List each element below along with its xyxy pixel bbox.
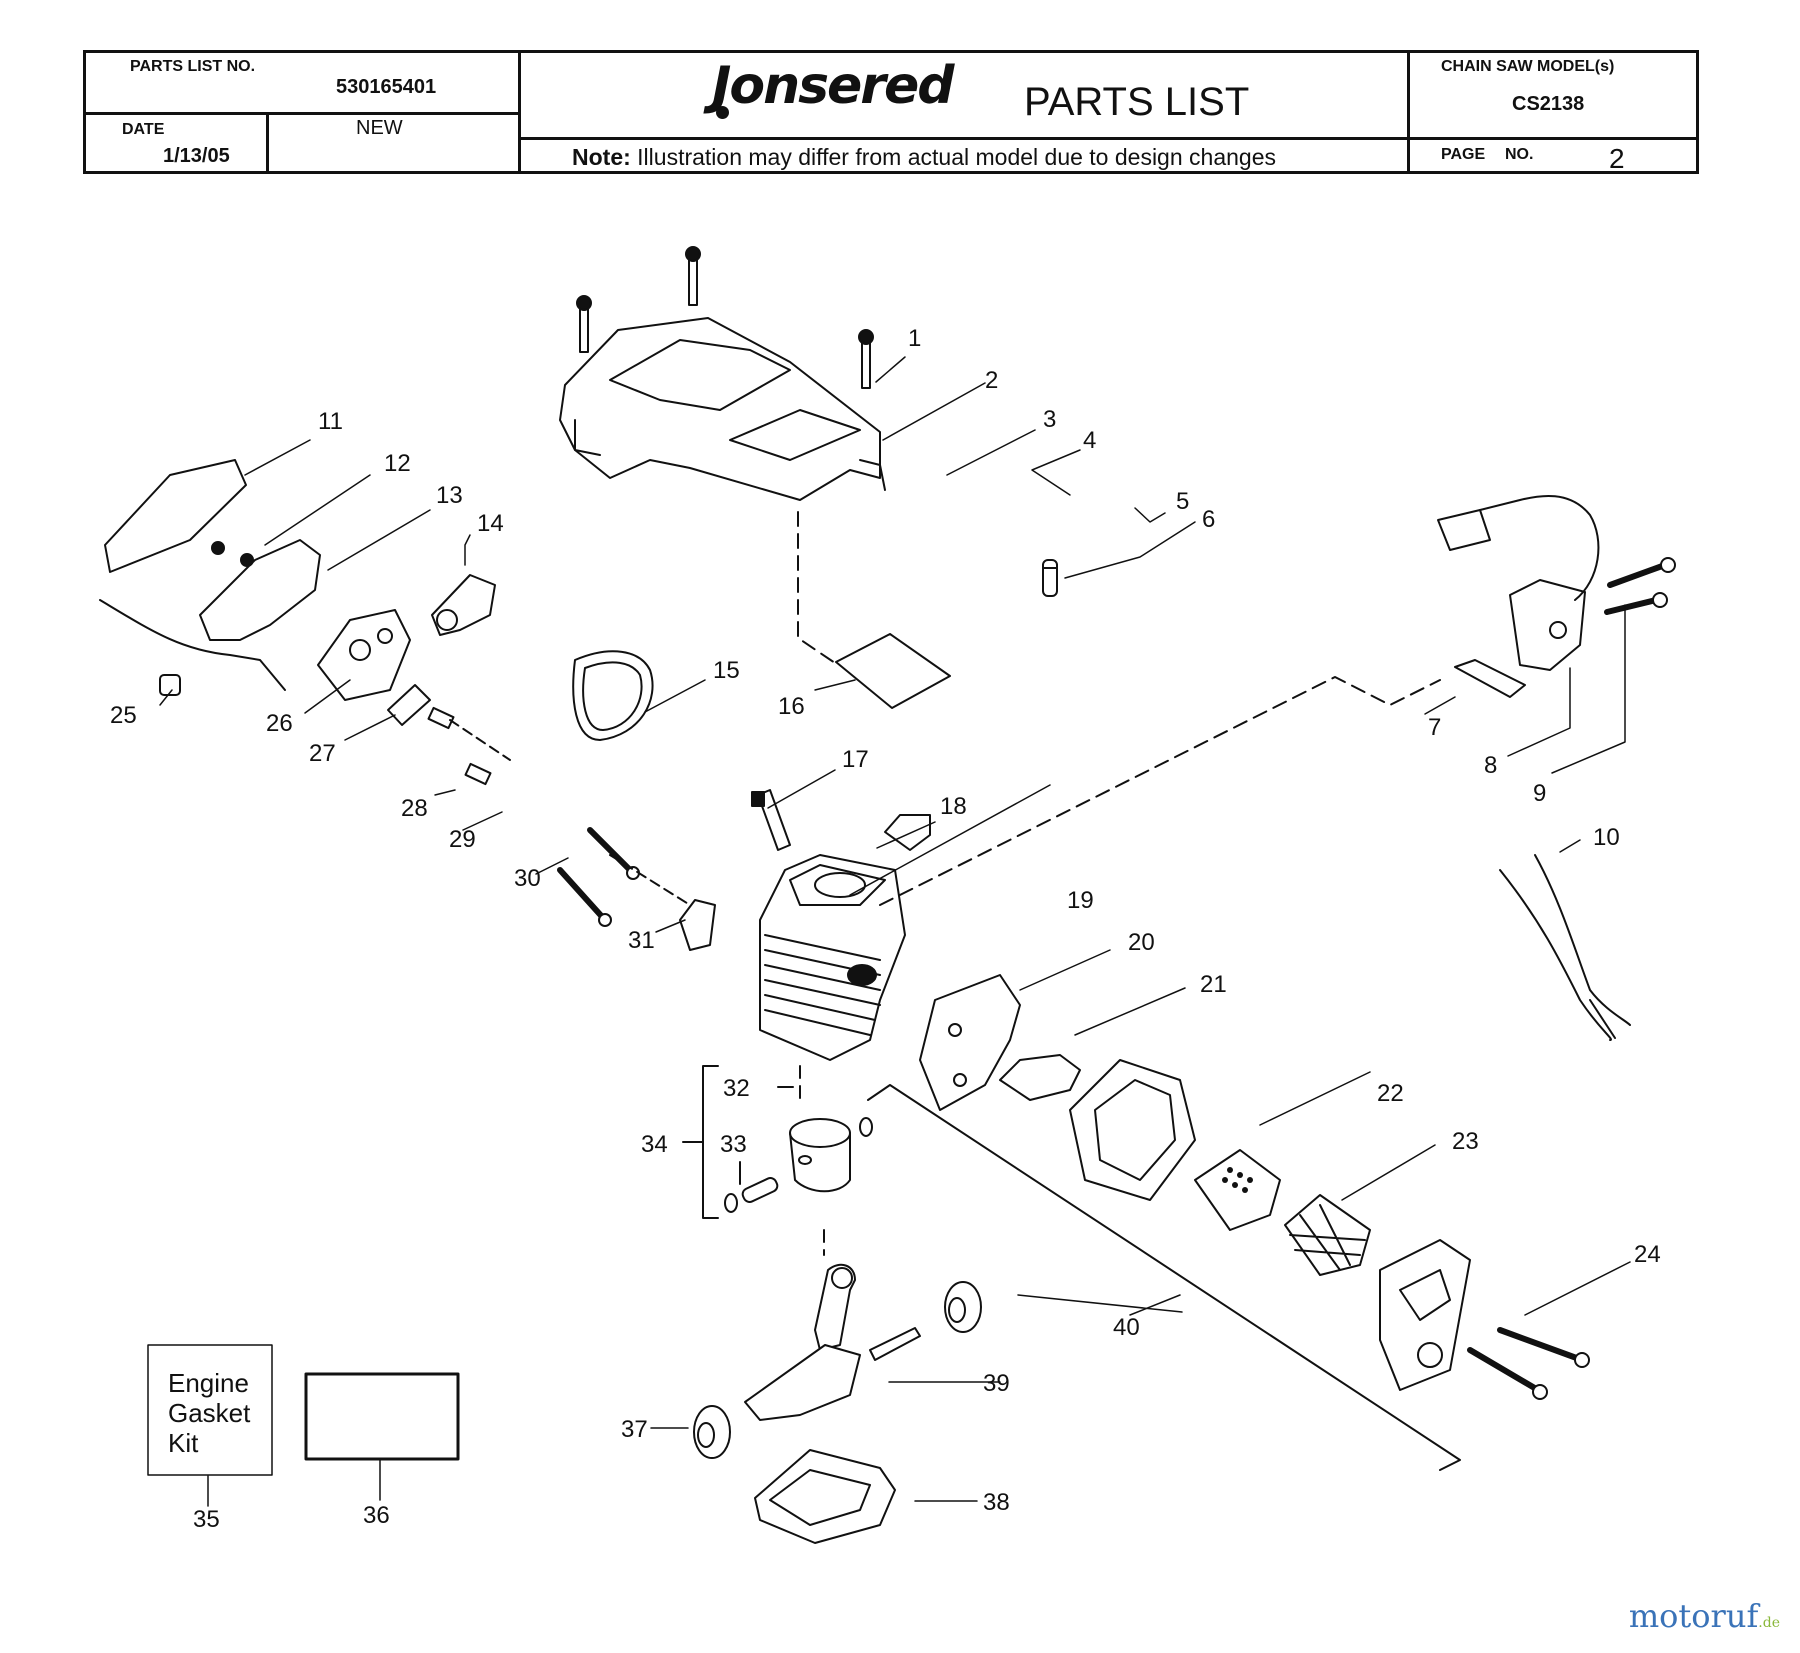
bearing-upper-part <box>944 1281 982 1333</box>
callout-1: 1 <box>908 325 921 352</box>
callout-18: 18 <box>940 793 967 820</box>
callout-8: 8 <box>1484 752 1497 779</box>
callout-7: 7 <box>1428 714 1441 741</box>
callout-36: 36 <box>363 1502 390 1529</box>
callout-3: 3 <box>1043 406 1056 433</box>
engine-gasket-kit-box <box>147 1344 273 1476</box>
status-new: NEW <box>356 117 403 139</box>
note-label: Note: <box>572 144 631 170</box>
callout-5: 5 <box>1176 488 1189 515</box>
callout-23: 23 <box>1452 1128 1479 1155</box>
spark-screen-part <box>1284 1194 1371 1276</box>
bearing-lower-part <box>693 1405 731 1459</box>
carburetor-part <box>317 609 411 701</box>
cylinder-part <box>759 854 906 1061</box>
kit-36-box <box>304 1372 460 1461</box>
cover-screws <box>576 246 874 389</box>
callout-24: 24 <box>1634 1241 1661 1268</box>
callout-16: 16 <box>778 693 805 720</box>
page-number: 2 <box>1609 143 1625 174</box>
callout-10: 10 <box>1593 824 1620 851</box>
kit-line-3: Kit <box>168 1428 199 1458</box>
callout-30: 30 <box>514 865 541 892</box>
fitting-part <box>1042 559 1058 597</box>
callout-20: 20 <box>1128 929 1155 956</box>
callout-21: 21 <box>1200 971 1227 998</box>
callout-27: 27 <box>309 740 336 767</box>
callout-17: 17 <box>842 746 869 773</box>
parts-list-no: 530165401 <box>336 76 437 98</box>
callout-11: 11 <box>318 408 343 435</box>
ignition-module-part <box>1437 494 1600 671</box>
note-text: Illustration may differ from actual mode… <box>637 144 1276 170</box>
callout-28: 28 <box>401 795 428 822</box>
callout-numbers: 1 2 3 4 5 6 7 8 9 10 11 12 13 14 15 16 1… <box>110 325 1661 1533</box>
brand-logo: Jonsered <box>712 56 954 116</box>
callout-35: 35 <box>193 1506 220 1533</box>
callout-2: 2 <box>985 367 998 394</box>
callout-32: 32 <box>723 1075 750 1102</box>
callout-25: 25 <box>110 702 137 729</box>
callout-31: 31 <box>628 927 655 954</box>
divider <box>266 113 269 174</box>
leader-lines <box>159 356 1631 1507</box>
kit-line-1: Engine <box>168 1368 249 1398</box>
callout-40: 40 <box>1113 1314 1140 1341</box>
intake-seal-part <box>572 650 654 741</box>
watermark-text: motoruf <box>1628 1597 1759 1635</box>
callout-29: 29 <box>449 826 476 853</box>
muffler-body-part <box>999 1054 1196 1201</box>
muffler-gasket-part <box>919 974 1021 1111</box>
divider <box>1407 50 1410 174</box>
brand-dot <box>716 106 729 119</box>
callout-9: 9 <box>1533 780 1546 807</box>
crankshaft-part <box>744 1263 921 1421</box>
top-cover-part <box>559 317 886 501</box>
callout-14: 14 <box>477 510 504 537</box>
model-value: CS2138 <box>1512 93 1585 115</box>
carb-housing-part <box>199 539 321 641</box>
parts-list-no-label: PARTS LIST NO. <box>130 58 256 75</box>
callout-13: 13 <box>436 482 463 509</box>
muffler-cover-part <box>1379 1239 1471 1391</box>
callout-15: 15 <box>713 657 740 684</box>
page-label: PAGE <box>1441 146 1486 163</box>
engine-gasket-kit-label: Engine Gasket Kit <box>168 1368 251 1458</box>
callout-22: 22 <box>1377 1080 1404 1107</box>
filter-plate-part <box>835 633 951 709</box>
piston-part <box>724 1117 873 1213</box>
kit-line-2: Gasket <box>168 1398 251 1428</box>
wire-harness-part <box>1499 869 1612 1041</box>
spark-boot-part <box>884 814 931 851</box>
callout-38: 38 <box>983 1489 1010 1516</box>
watermark: motoruf.de <box>1629 1597 1780 1635</box>
note: Note: Illustration may differ from actua… <box>572 144 1276 171</box>
spark-plug-part <box>751 789 791 851</box>
spark-arrestor-part <box>1194 1149 1281 1231</box>
model-label: CHAIN SAW MODEL(s) <box>1441 58 1615 75</box>
date-value: 1/13/05 <box>163 145 230 167</box>
divider <box>518 137 1699 140</box>
page-title: PARTS LIST <box>1024 80 1250 124</box>
page-no-label: NO. <box>1505 146 1534 163</box>
date-label: DATE <box>122 121 165 138</box>
callout-19: 19 <box>1067 887 1094 914</box>
callout-33: 33 <box>720 1131 747 1158</box>
air-filter-part <box>104 459 247 573</box>
callout-6: 6 <box>1202 506 1215 533</box>
callout-37: 37 <box>621 1416 648 1443</box>
divider <box>83 112 520 115</box>
callout-26: 26 <box>266 710 293 737</box>
callout-4: 4 <box>1083 427 1096 454</box>
callout-12: 12 <box>384 450 411 477</box>
callout-34: 34 <box>641 1131 668 1158</box>
watermark-suffix: .de <box>1758 1615 1780 1631</box>
callout-39: 39 <box>983 1370 1010 1397</box>
crankcase-part <box>754 1449 896 1544</box>
